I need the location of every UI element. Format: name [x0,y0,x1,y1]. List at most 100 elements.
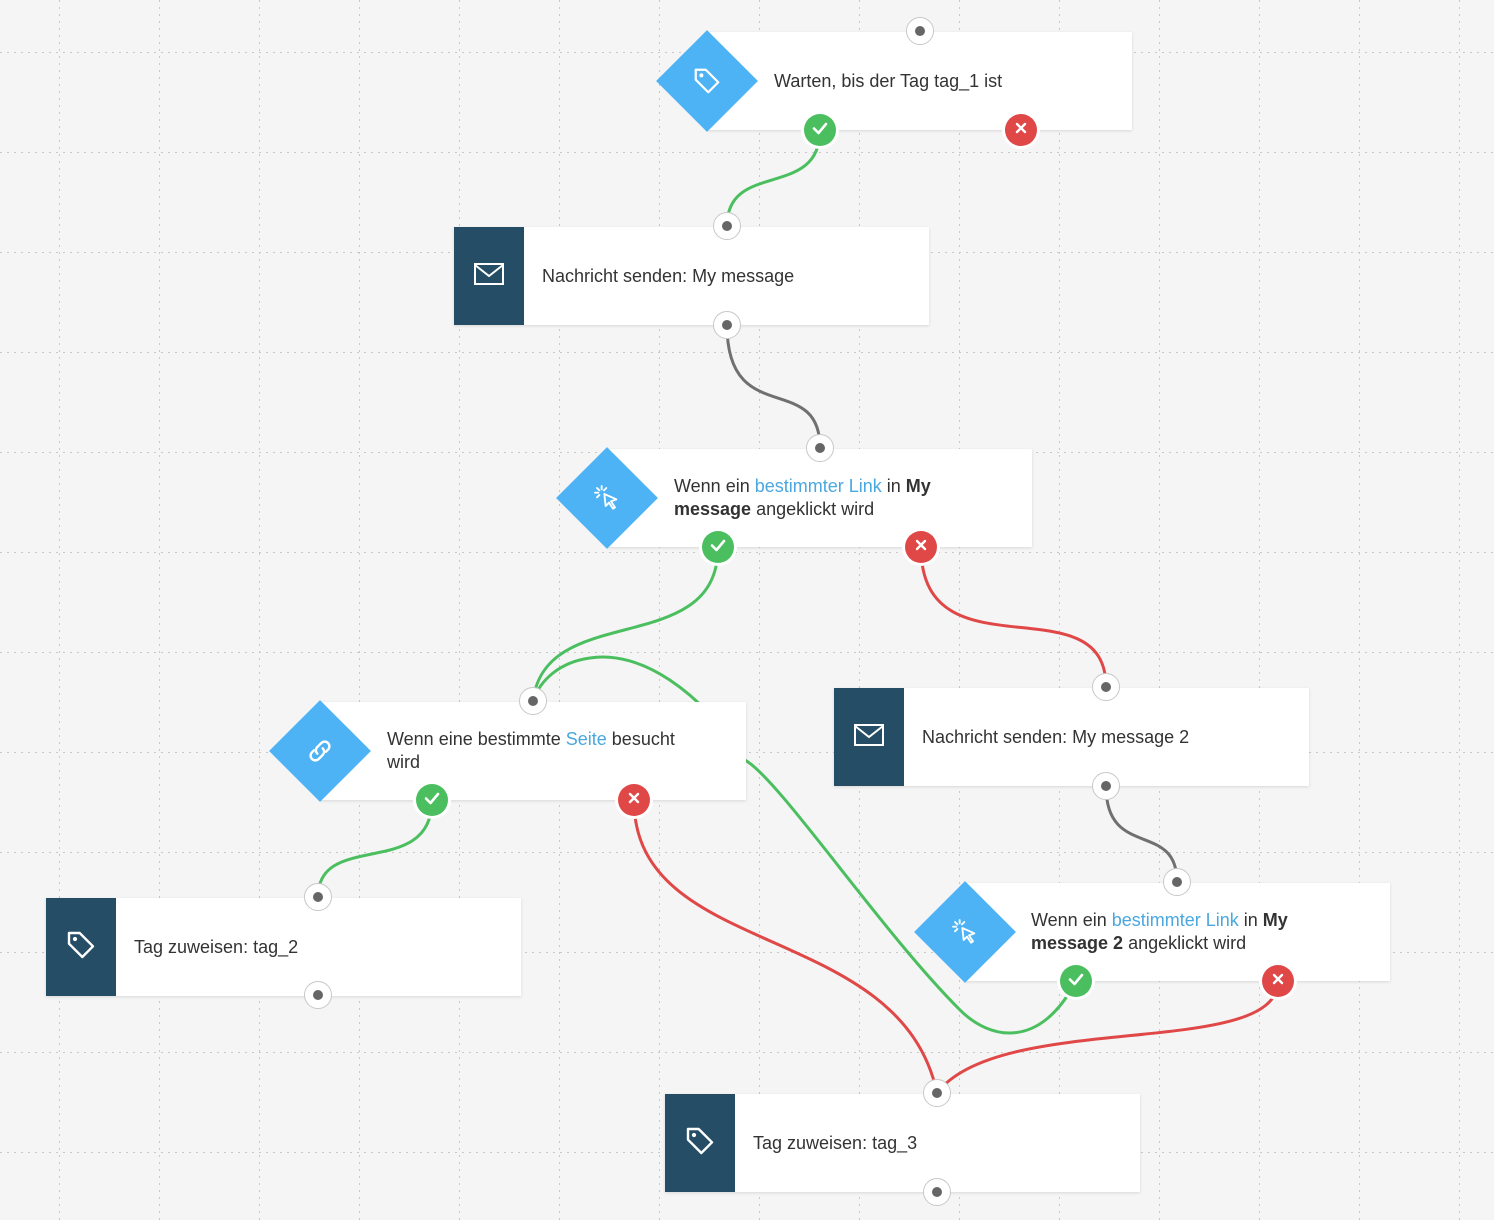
tag-icon-block [665,1094,735,1192]
close-icon [628,791,640,809]
connector-message2-to-linkclick2[interactable] [1104,785,1179,883]
input-port[interactable] [1092,673,1120,701]
yes-output-port[interactable] [702,531,734,563]
port-dot [1101,682,1111,692]
grid-line-vertical [659,0,660,1220]
node-label-text: Warten, bis der Tag tag_1 ist [774,70,1003,91]
link-click-1-diamond[interactable] [556,447,658,549]
link-click-2-diamond[interactable] [914,881,1016,983]
page-visit-diamond[interactable] [269,700,371,802]
specific-page-hyperlink[interactable]: Seite [565,729,607,749]
grid-line-vertical [959,0,960,1220]
no-output-port[interactable] [1005,114,1037,146]
grid-line-vertical [859,0,860,1220]
output-port[interactable] [1092,772,1120,800]
message-icon-block [454,227,524,325]
tag-icon [684,1125,716,1162]
close-icon [1015,121,1027,139]
no-output-port[interactable] [618,784,650,816]
input-port[interactable] [1163,868,1191,896]
port-dot [722,221,732,231]
yes-output-port[interactable] [416,784,448,816]
input-port[interactable] [906,17,934,45]
link-icon [304,735,336,767]
checkmark-icon [709,536,727,559]
message-name-part2: message 2 [1031,933,1124,953]
grid-line-vertical [759,0,760,1220]
grid-line-vertical [559,0,560,1220]
grid-line-vertical [359,0,360,1220]
yes-output-port[interactable] [804,114,836,146]
grid-line-vertical [1059,0,1060,1220]
label-prefix: Wenn ein [1031,910,1112,930]
input-port[interactable] [806,434,834,462]
grid-line-horizontal [0,1052,1494,1053]
port-dot [932,1088,942,1098]
tag-icon-block [46,898,116,996]
input-port[interactable] [304,883,332,911]
node-send-message-2[interactable]: Nachricht senden: My message 2 [834,688,1309,786]
yes-output-port[interactable] [1060,965,1092,997]
node-label: Warten, bis der Tag tag_1 ist [774,32,1022,130]
grid-line-horizontal [0,952,1494,953]
grid-line-horizontal [0,152,1494,153]
envelope-icon [473,262,505,291]
label-prefix: Wenn ein [674,476,755,496]
checkmark-icon [811,119,829,142]
message-name-part1: My [1262,910,1288,930]
connector-pagevisit-no-to-tag3[interactable] [632,799,939,1094]
node-label-text: Tag zuweisen: tag_2 [134,936,299,957]
connector-linkclick1-no-to-message2[interactable] [919,546,1108,688]
cursor-click-icon [591,482,623,514]
node-assign-tag-3[interactable]: Tag zuweisen: tag_3 [665,1094,1140,1192]
tag-icon [692,66,722,96]
label-suffix: besucht [606,729,675,749]
connector-linkclick2-yes-to-pagevisit[interactable] [531,655,1078,1035]
input-port[interactable] [923,1079,951,1107]
specific-link-hyperlink[interactable]: bestimmter Link [754,476,882,496]
connector-pagevisit-yes-to-tag2[interactable] [316,799,434,898]
label-suffix: angeklickt wird [1123,933,1247,953]
label-suffix: angeklickt wird [751,499,875,519]
input-port[interactable] [519,687,547,715]
grid-line-vertical [159,0,160,1220]
node-wait-for-tag[interactable]: Warten, bis der Tag tag_1 ist [708,32,1132,130]
connector-linkclick2-no-to-tag3[interactable] [935,980,1280,1094]
wait-tag-diamond[interactable] [656,30,758,132]
node-label-text: Tag zuweisen: tag_3 [753,1132,918,1153]
specific-link-hyperlink[interactable]: bestimmter Link [1111,910,1239,930]
node-label-text: Nachricht senden: My message [542,265,795,286]
grid-line-vertical [259,0,260,1220]
grid-line-vertical [1159,0,1160,1220]
label-mid: in [881,476,906,496]
output-port[interactable] [923,1178,951,1206]
input-port[interactable] [713,212,741,240]
no-output-port[interactable] [905,531,937,563]
node-label: Nachricht senden: My message 2 [922,688,1209,786]
grid-line-horizontal [0,652,1494,653]
connector-message1-to-linkclick1[interactable] [725,324,822,449]
output-port[interactable] [713,311,741,339]
grid-line-horizontal [0,852,1494,853]
node-label: Tag zuweisen: tag_2 [134,898,318,996]
message-icon-block [834,688,904,786]
port-dot [815,443,825,453]
connector-linkclick1-yes-to-pagevisit[interactable] [531,546,720,702]
port-dot [313,990,323,1000]
grid-line-horizontal [0,752,1494,753]
no-output-port[interactable] [1262,965,1294,997]
message-name-part2: message [674,499,752,519]
connector-wait-to-message1[interactable] [725,129,822,227]
cursor-click-icon [949,916,981,948]
node-label: Nachricht senden: My message [542,227,814,325]
node-assign-tag-2[interactable]: Tag zuweisen: tag_2 [46,898,521,996]
node-send-message-1[interactable]: Nachricht senden: My message [454,227,929,325]
checkmark-icon [1067,970,1085,993]
output-port[interactable] [304,981,332,1009]
